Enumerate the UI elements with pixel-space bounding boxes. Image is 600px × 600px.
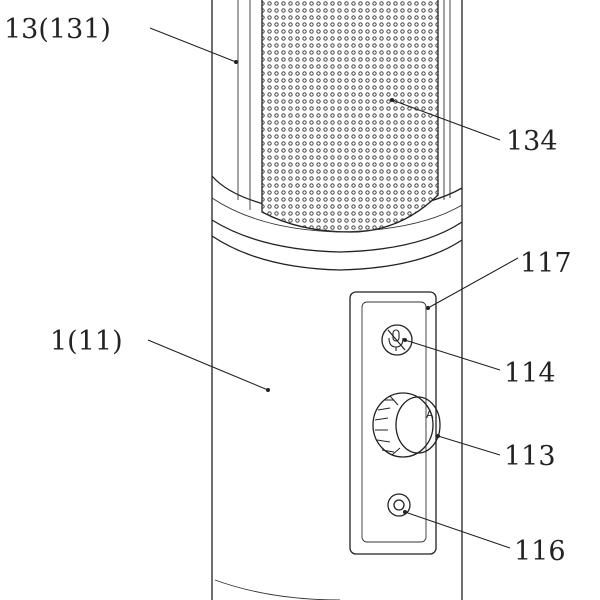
- leader-jack: [404, 511, 511, 549]
- knob-body: [372, 392, 434, 458]
- mute-button-ring: [381, 324, 413, 356]
- leader-lines: [147, 27, 519, 549]
- leader-panel: [427, 257, 519, 309]
- knob-ridges: [374, 395, 401, 456]
- leader-grille: [391, 99, 501, 141]
- panel-inner: [361, 301, 427, 543]
- grille: [249, 0, 445, 233]
- label-grille: 134: [506, 126, 558, 157]
- knob-face: [395, 396, 441, 454]
- control-panel: [349, 291, 437, 555]
- leader-body: [147, 339, 269, 391]
- collar-outline: [211, 176, 463, 253]
- microphone-body: [211, 220, 463, 600]
- headphone-jack-icon: [393, 499, 405, 511]
- body-top-rim: [211, 235, 463, 271]
- label-jack: 116: [514, 536, 566, 567]
- mute-button[interactable]: [381, 324, 413, 356]
- collar: [211, 176, 463, 253]
- leader-head: [149, 27, 237, 63]
- knob-mark: A: [426, 408, 434, 421]
- reference-labels: 13(131) 134 117 1(11) 114 113 116: [4, 14, 572, 567]
- label-panel: 117: [520, 248, 572, 279]
- jack-ring: [387, 493, 411, 517]
- label-head: 13(131): [4, 14, 111, 45]
- leader-knob: [437, 435, 501, 456]
- body-bottom-curve: [214, 579, 341, 600]
- grille-mesh: [262, 0, 438, 232]
- collar-line: [211, 197, 463, 233]
- label-body: 1(11): [50, 326, 123, 357]
- headphone-jack[interactable]: [387, 493, 411, 517]
- label-knob: 113: [504, 441, 556, 472]
- leader-mute: [404, 339, 501, 371]
- label-mute-button: 114: [504, 358, 556, 389]
- panel-outer: [349, 291, 437, 555]
- gain-knob[interactable]: A: [372, 392, 441, 458]
- mic-mute-icon: [387, 329, 406, 351]
